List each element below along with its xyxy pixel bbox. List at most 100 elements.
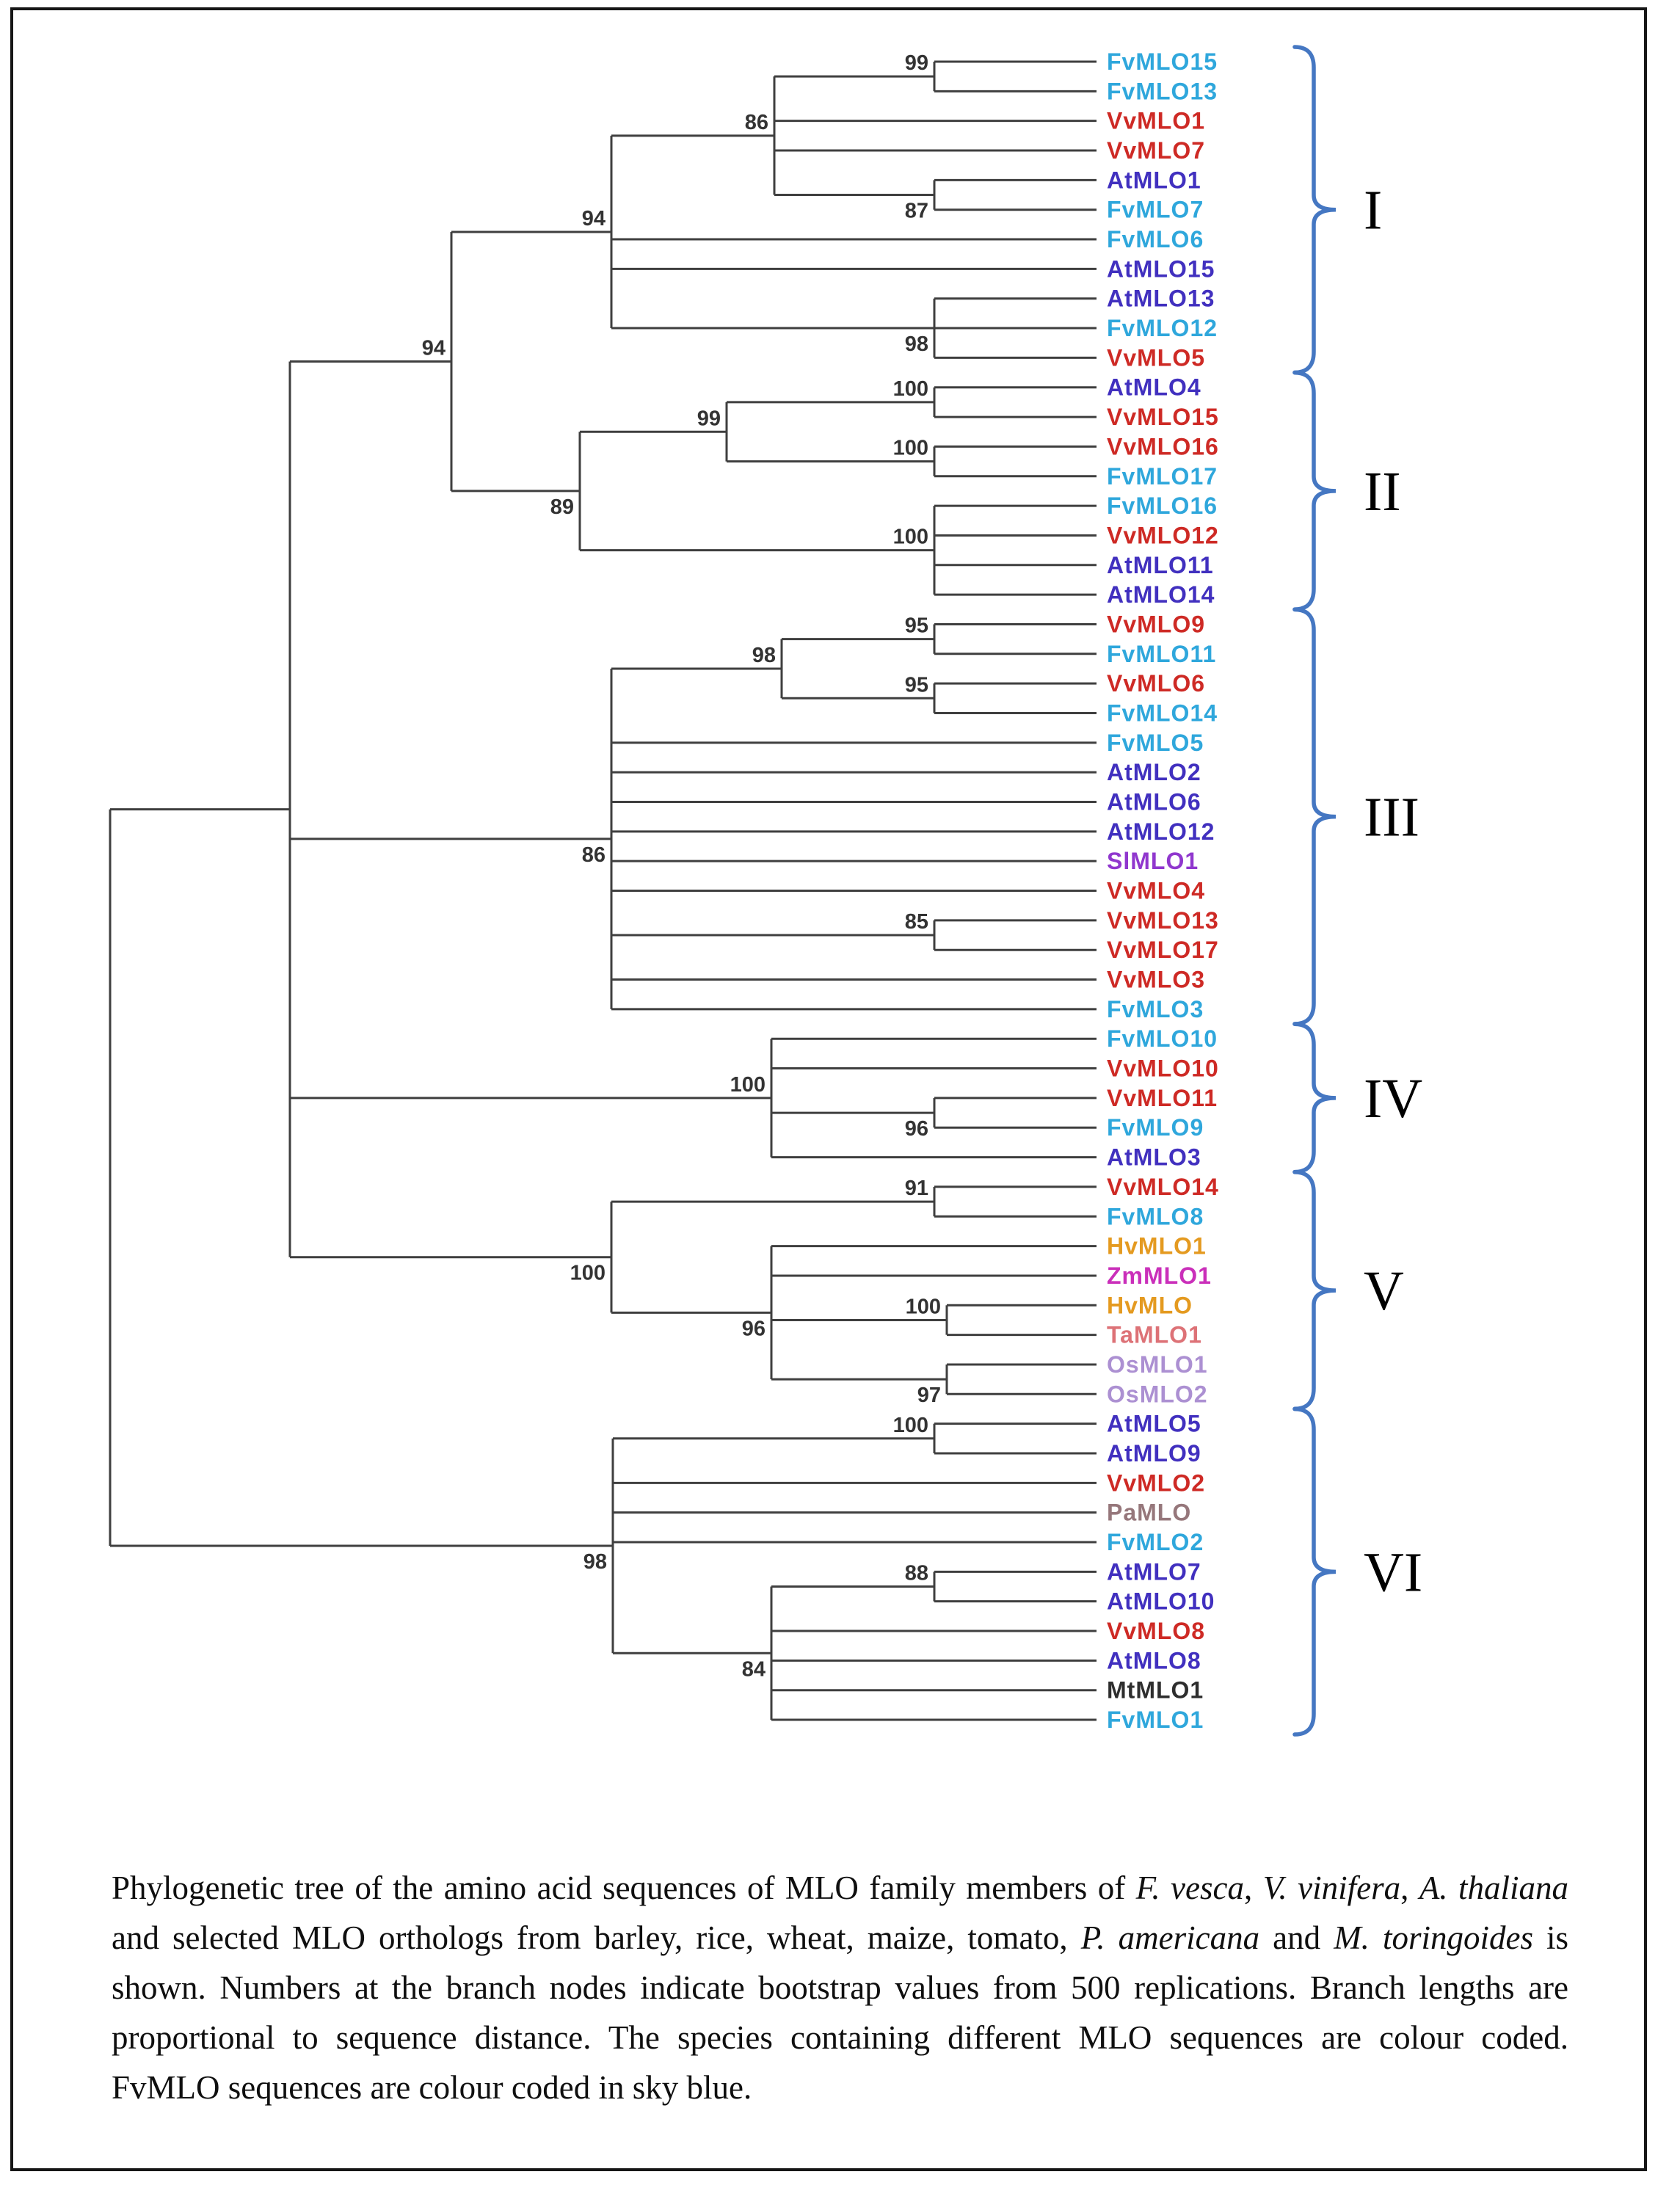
caption-species-name: M. toringoides xyxy=(1334,1919,1533,1956)
taxon-label: VvMLO11 xyxy=(1107,1085,1218,1111)
taxon-label: VvMLO12 xyxy=(1107,522,1219,548)
taxon-label: AtMLO7 xyxy=(1107,1558,1201,1585)
taxon-label: FvMLO17 xyxy=(1107,463,1218,490)
taxon-label: FvMLO10 xyxy=(1107,1025,1218,1052)
taxon-label: AtMLO8 xyxy=(1107,1647,1201,1674)
bootstrap-value: 99 xyxy=(697,407,721,430)
taxon-label: VvMLO13 xyxy=(1107,907,1219,934)
clade-numeral: V xyxy=(1364,1260,1404,1322)
caption-text: and selected MLO orthologs from barley, … xyxy=(112,1919,1081,1956)
taxon-label: AtMLO12 xyxy=(1107,818,1215,845)
taxon-label: AtMLO5 xyxy=(1107,1411,1201,1437)
taxon-label: AtMLO1 xyxy=(1107,167,1201,193)
taxon-label: VvMLO15 xyxy=(1107,404,1219,430)
taxon-label: VvMLO14 xyxy=(1107,1174,1219,1200)
taxon-label: ZmMLO1 xyxy=(1107,1262,1212,1289)
taxon-label: FvMLO5 xyxy=(1107,730,1204,756)
taxon-label: VvMLO17 xyxy=(1107,937,1219,963)
taxon-label: TaMLO1 xyxy=(1107,1322,1202,1348)
bootstrap-value: 94 xyxy=(422,336,446,360)
bootstrap-value: 98 xyxy=(752,644,776,667)
taxon-label: AtMLO2 xyxy=(1107,759,1201,785)
taxon-label: FvMLO6 xyxy=(1107,226,1204,252)
taxon-label: VvMLO16 xyxy=(1107,433,1219,459)
taxon-label: AtMLO3 xyxy=(1107,1144,1201,1171)
taxon-label: FvMLO3 xyxy=(1107,996,1204,1022)
bootstrap-value: 100 xyxy=(893,437,928,460)
bootstrap-value: 99 xyxy=(905,51,928,75)
taxon-label: MtMLO1 xyxy=(1107,1677,1204,1704)
figure-border xyxy=(10,7,1647,2171)
caption-species-name: A. thaliana xyxy=(1419,1870,1569,1906)
taxon-label: SlMLO1 xyxy=(1107,848,1199,874)
taxon-label: FvMLO13 xyxy=(1107,78,1218,104)
taxon-label: FvMLO8 xyxy=(1107,1203,1204,1229)
taxon-label: FvMLO16 xyxy=(1107,493,1218,519)
bootstrap-value: 94 xyxy=(582,207,606,230)
taxon-label: OsMLO2 xyxy=(1107,1381,1208,1407)
clade-bracket xyxy=(1292,45,1337,375)
bootstrap-value: 95 xyxy=(905,673,928,697)
bootstrap-value: 100 xyxy=(893,377,928,401)
bootstrap-value: 87 xyxy=(905,200,928,223)
taxon-label: VvMLO10 xyxy=(1107,1055,1219,1082)
bootstrap-value: 98 xyxy=(905,333,928,356)
taxon-label: FvMLO1 xyxy=(1107,1707,1204,1733)
bootstrap-value: 84 xyxy=(742,1657,766,1681)
taxon-label: VvMLO6 xyxy=(1107,670,1205,697)
bootstrap-value: 86 xyxy=(745,111,768,134)
taxon-label: AtMLO10 xyxy=(1107,1588,1215,1615)
bootstrap-value: 97 xyxy=(917,1384,941,1407)
taxon-label: VvMLO4 xyxy=(1107,878,1205,904)
taxon-label: HvMLO xyxy=(1107,1292,1193,1318)
clade-numeral: III xyxy=(1364,787,1419,849)
taxon-label: FvMLO15 xyxy=(1107,48,1218,75)
clade-numeral: II xyxy=(1364,461,1401,523)
bootstrap-value: 88 xyxy=(905,1562,928,1585)
caption-text: and xyxy=(1259,1919,1334,1956)
clade-numeral: VI xyxy=(1364,1541,1422,1603)
taxon-label: AtMLO11 xyxy=(1107,552,1214,578)
bootstrap-value: 100 xyxy=(893,1414,928,1437)
taxon-label: AtMLO15 xyxy=(1107,255,1215,282)
bootstrap-value: 100 xyxy=(906,1295,941,1318)
bootstrap-value: 96 xyxy=(905,1117,928,1141)
taxon-label: AtMLO6 xyxy=(1107,789,1201,815)
bootstrap-value: 100 xyxy=(893,526,928,549)
caption-species-name: P. americana xyxy=(1080,1919,1260,1956)
clade-bracket xyxy=(1292,1170,1337,1411)
bootstrap-value: 89 xyxy=(550,495,574,519)
taxon-label: FvMLO2 xyxy=(1107,1529,1204,1555)
taxon-label: AtMLO4 xyxy=(1107,374,1201,401)
taxon-label: VvMLO9 xyxy=(1107,611,1205,637)
caption-species-name: F. vesca xyxy=(1135,1870,1244,1906)
taxon-label: VvMLO1 xyxy=(1107,108,1205,134)
taxon-label: VvMLO8 xyxy=(1107,1618,1205,1644)
taxon-label: VvMLO2 xyxy=(1107,1469,1205,1496)
taxon-label: AtMLO13 xyxy=(1107,286,1215,312)
bootstrap-value: 95 xyxy=(905,614,928,638)
figure-caption: Phylogenetic tree of the amino acid sequ… xyxy=(112,1863,1568,2112)
caption-species-name: V. vinifera xyxy=(1262,1870,1401,1906)
caption-text: Phylogenetic tree of the amino acid sequ… xyxy=(112,1870,1136,1906)
bootstrap-value: 91 xyxy=(905,1177,928,1200)
taxon-label: FvMLO14 xyxy=(1107,700,1218,726)
clade-bracket xyxy=(1292,1406,1337,1737)
taxon-label: FvMLO9 xyxy=(1107,1114,1204,1141)
caption-text: is shown. Numbers at the branch nodes in… xyxy=(112,1919,1569,2106)
taxon-label: VvMLO7 xyxy=(1107,137,1205,164)
bootstrap-value: 85 xyxy=(905,910,928,934)
taxon-label: AtMLO14 xyxy=(1107,581,1215,608)
bootstrap-value: 96 xyxy=(742,1317,766,1340)
clade-bracket xyxy=(1292,607,1337,1026)
caption-text: , xyxy=(1400,1870,1419,1906)
taxon-label: HvMLO1 xyxy=(1107,1233,1207,1260)
taxon-label: PaMLO xyxy=(1107,1500,1191,1526)
taxon-label: VvMLO5 xyxy=(1107,344,1205,371)
bootstrap-value: 86 xyxy=(582,843,606,867)
bootstrap-value: 100 xyxy=(570,1262,606,1285)
taxon-label: VvMLO3 xyxy=(1107,967,1205,993)
taxon-label: FvMLO12 xyxy=(1107,315,1218,341)
